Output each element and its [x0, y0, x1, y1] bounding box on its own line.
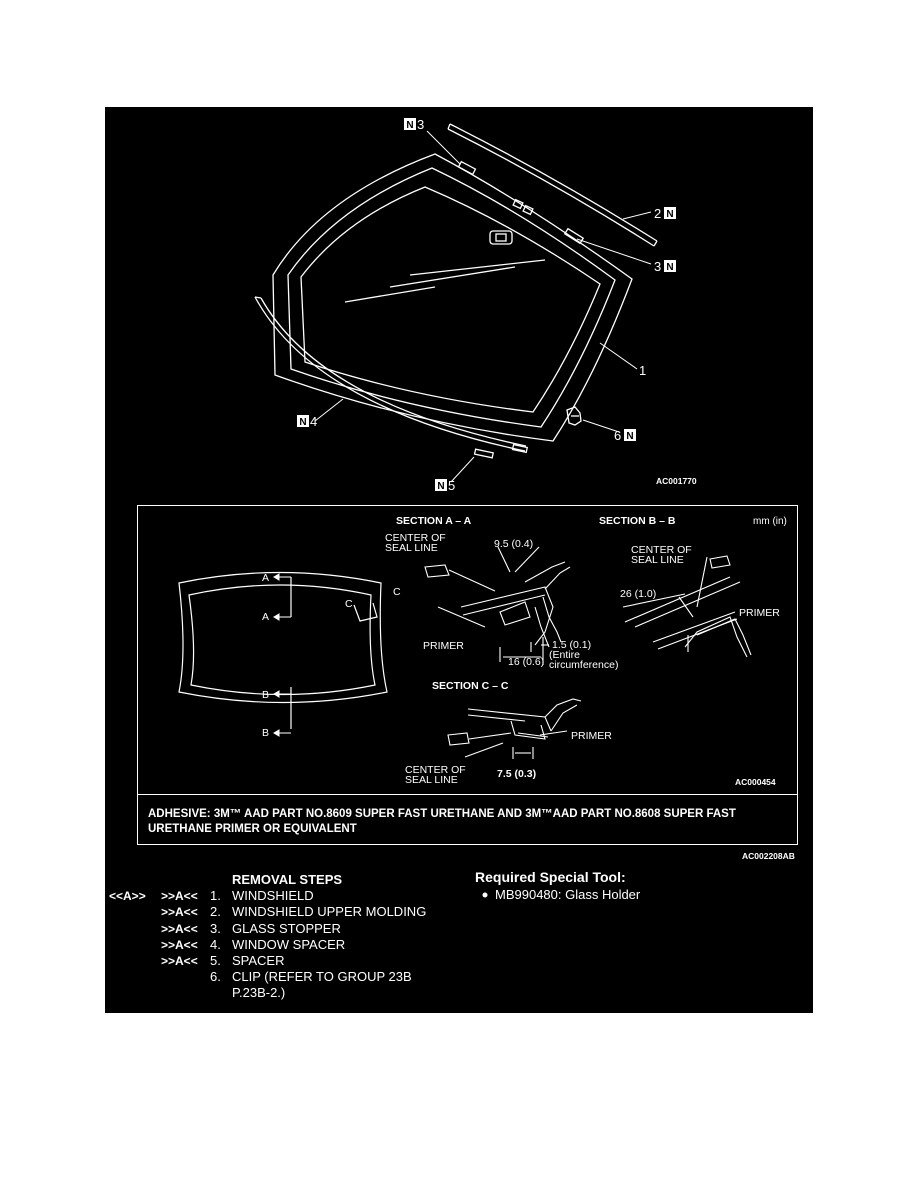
upper-molding — [447, 123, 658, 247]
sections-box — [137, 505, 798, 845]
svg-text:B: B — [262, 689, 269, 701]
bullet-icon — [482, 892, 488, 898]
clip — [566, 406, 582, 426]
removal-steps-header: REMOVAL STEPS — [232, 872, 343, 887]
callout-3-right: 3 N — [654, 259, 676, 274]
windshield-front-view — [178, 571, 388, 729]
section-b-drawing — [622, 555, 752, 658]
svg-text:2: 2 — [654, 206, 661, 221]
svg-text:9.5 (0.4): 9.5 (0.4) — [494, 538, 533, 550]
step-row: >>A<< 5.SPACER — [161, 952, 285, 968]
svg-text:N: N — [299, 417, 306, 428]
spacer — [473, 443, 529, 459]
svg-text:N: N — [666, 209, 673, 220]
section-b-title: SECTION B – B — [599, 515, 676, 527]
step-row: 6.CLIP (REFER TO GROUP 23B — [210, 969, 412, 985]
step-row: <<A>>>>A<< 1.WINDSHIELD — [109, 888, 314, 904]
svg-text:CENTER OF: CENTER OF — [405, 764, 466, 776]
figure-id-top: AC001770 — [656, 476, 697, 486]
windshield-diagram: N 3 2 N 3 N 1 N 4 6 N N 5 AC001770 SECTI… — [137, 117, 798, 898]
windshield-glass — [272, 153, 633, 442]
window-spacer — [254, 296, 527, 452]
callout-5: N 5 — [435, 478, 455, 493]
svg-text:3: 3 — [654, 259, 661, 274]
svg-text:SEAL LINE: SEAL LINE — [385, 542, 438, 554]
svg-text:1.5 (0.1): 1.5 (0.1) — [552, 639, 591, 651]
step-row: >>A<< 3.GLASS STOPPER — [161, 920, 341, 936]
svg-text:4: 4 — [310, 414, 317, 429]
leader-lines — [314, 130, 652, 483]
section-a-title: SECTION A – A — [396, 515, 472, 527]
svg-text:(Entire: (Entire — [549, 649, 580, 661]
svg-text:N: N — [406, 120, 413, 131]
figure-id-sections: AC000454 — [735, 777, 776, 787]
required-tool-item: MB990480: Glass Holder — [495, 887, 641, 902]
svg-text:26 (1.0): 26 (1.0) — [620, 588, 656, 600]
section-a-drawing — [424, 546, 571, 665]
svg-text:A: A — [262, 572, 269, 584]
section-c-title: SECTION C – C — [432, 680, 509, 692]
svg-text:C: C — [393, 586, 401, 598]
svg-text:C: C — [345, 598, 353, 610]
svg-text:6: 6 — [614, 428, 621, 443]
svg-text:SEAL LINE: SEAL LINE — [631, 554, 684, 566]
svg-text:PRIMER: PRIMER — [739, 607, 780, 619]
svg-text:PRIMER: PRIMER — [571, 730, 612, 742]
adhesive-note: ADHESIVE: 3M™ AAD PART NO.8609 SUPER FAS… — [148, 808, 736, 835]
required-tool-header: Required Special Tool: — [475, 869, 626, 885]
step-row: >>A<< 2.WINDSHIELD UPPER MOLDING — [161, 904, 427, 920]
svg-text:circumference): circumference) — [549, 659, 618, 671]
section-markers — [273, 573, 291, 737]
callout-4: N 4 — [297, 414, 317, 429]
step-row: P.23B-2.) — [232, 985, 286, 1001]
removal-steps: REMOVAL STEPS <<A>>>>A<< 1.WINDSHIELD >>… — [109, 872, 439, 1002]
svg-text:B: B — [262, 727, 269, 739]
svg-text:N: N — [626, 431, 633, 442]
svg-text:N: N — [666, 262, 673, 273]
callout-2: 2 N — [654, 206, 676, 221]
units-label: mm (in) — [753, 516, 787, 527]
svg-text:5: 5 — [448, 478, 455, 493]
svg-text:A: A — [262, 611, 269, 623]
figure-panel: N 3 2 N 3 N 1 N 4 6 N N 5 AC001770 SECTI… — [105, 107, 813, 1013]
figure-id-main: AC002208AB — [742, 851, 795, 861]
svg-text:16 (0.6): 16 (0.6) — [508, 656, 544, 668]
svg-text:PRIMER: PRIMER — [423, 640, 464, 652]
section-c-drawing — [447, 698, 582, 759]
svg-text:3: 3 — [417, 117, 424, 132]
svg-text:CENTER OF: CENTER OF — [385, 532, 446, 544]
svg-text:7.5 (0.3): 7.5 (0.3) — [497, 768, 536, 780]
required-tool: Required Special Tool: MB990480: Glass H… — [475, 869, 640, 903]
svg-text:N: N — [437, 481, 444, 492]
callout-3-top: N 3 — [404, 117, 424, 132]
callout-1: 1 — [639, 363, 646, 378]
step-row: >>A<< 4.WINDOW SPACER — [161, 936, 346, 952]
callout-6: 6 N — [614, 428, 636, 443]
svg-text:CENTER OF: CENTER OF — [631, 544, 692, 556]
svg-text:1: 1 — [639, 363, 646, 378]
svg-text:SEAL LINE: SEAL LINE — [405, 774, 458, 786]
